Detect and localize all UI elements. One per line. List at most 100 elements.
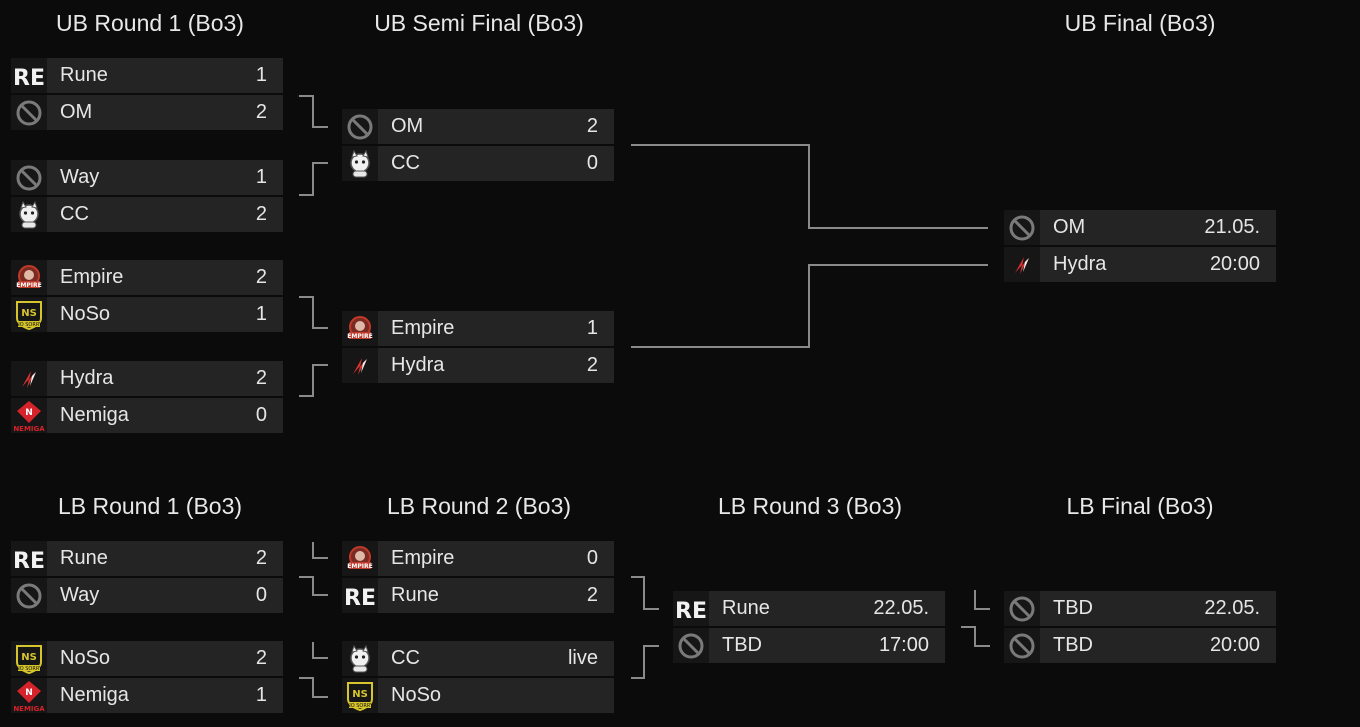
team-score: 2 <box>255 101 267 123</box>
svg-text:NO SORRY: NO SORRY <box>16 666 43 672</box>
team-score: 2 <box>255 367 267 389</box>
team-score: 1 <box>255 166 267 188</box>
svg-text:NS: NS <box>352 689 368 700</box>
team-name: Hydra <box>391 354 445 376</box>
svg-text:NEMIGA: NEMIGA <box>13 705 45 713</box>
noso-logo-icon: NS NO SORRY <box>11 641 47 676</box>
team-row[interactable]: TBD 17:00 <box>673 628 945 663</box>
team-name: Way <box>60 584 100 606</box>
svg-text:NO SORRY: NO SORRY <box>347 703 374 709</box>
team-score: 2 <box>586 354 598 376</box>
no-logo-icon <box>1004 628 1040 663</box>
round-title-lb-r3: LB Round 3 (Bo3) <box>717 493 903 519</box>
svg-text:NO SORRY: NO SORRY <box>16 322 43 328</box>
team-name: Empire <box>391 547 455 569</box>
team-row[interactable]: NS NO SORRY NoSo 2 <box>11 641 283 676</box>
team-name: Empire <box>60 266 124 288</box>
team-score: 22.05. <box>1204 597 1260 619</box>
team-name: Hydra <box>60 367 114 389</box>
team-name: Way <box>60 166 100 188</box>
team-score: 2 <box>255 647 267 669</box>
round-title-lb-final: LB Final (Bo3) <box>1066 493 1214 519</box>
team-row[interactable]: OM 2 <box>342 109 614 144</box>
no-logo-icon <box>11 578 47 613</box>
round-title-lb-r2: LB Round 2 (Bo3) <box>386 493 572 519</box>
team-name: NoSo <box>60 647 111 669</box>
rune-logo-icon: RE <box>11 541 47 576</box>
team-score: 20:00 <box>1209 634 1260 656</box>
team-name: OM <box>1053 216 1086 238</box>
team-score: 0 <box>255 584 267 606</box>
round-title-ub-final: UB Final (Bo3) <box>1064 10 1216 36</box>
team-name: CC <box>391 647 420 669</box>
team-score: 21.05. <box>1204 216 1260 238</box>
team-score: 0 <box>586 547 598 569</box>
hydra-logo-icon <box>342 348 378 383</box>
team-name: TBD <box>1053 597 1093 619</box>
team-row[interactable]: OM 21.05. <box>1004 210 1276 245</box>
team-score: 1 <box>586 317 598 339</box>
team-score: 20:00 <box>1209 253 1260 275</box>
team-row[interactable]: TBD 22.05. <box>1004 591 1276 626</box>
team-score: 17:00 <box>878 634 929 656</box>
team-name: Rune <box>391 584 439 606</box>
no-logo-icon <box>11 95 47 130</box>
svg-text:EMPIRE: EMPIRE <box>16 282 41 289</box>
no-logo-icon <box>1004 591 1040 626</box>
team-name: TBD <box>722 634 762 656</box>
svg-text:NEMIGA: NEMIGA <box>13 425 45 433</box>
team-name: Rune <box>722 597 770 619</box>
team-score: 2 <box>586 115 598 137</box>
svg-text:NS: NS <box>21 652 37 663</box>
team-row[interactable]: Way 1 <box>11 160 283 195</box>
team-row[interactable]: Hydra 2 <box>11 361 283 396</box>
empire-logo-icon: EMPIRE <box>11 260 47 295</box>
round-title-ub-semi: UB Semi Final (Bo3) <box>374 10 584 36</box>
team-name: CC <box>60 203 89 225</box>
svg-text:RE: RE <box>345 586 375 611</box>
team-score: 2 <box>586 584 598 606</box>
hydra-logo-icon <box>11 361 47 396</box>
rune-logo-icon: RE <box>342 578 378 613</box>
team-row[interactable]: Hydra 2 <box>342 348 614 383</box>
cc-logo-icon <box>11 197 47 232</box>
team-name: NoSo <box>60 303 111 325</box>
team-row[interactable]: Way 0 <box>11 578 283 613</box>
team-row[interactable]: RE Rune 2 <box>342 578 614 613</box>
team-name: OM <box>391 115 424 137</box>
svg-text:RE: RE <box>14 549 44 574</box>
team-score: 0 <box>255 404 267 426</box>
no-logo-icon <box>1004 210 1040 245</box>
team-name: Rune <box>60 64 108 86</box>
team-name: Nemiga <box>60 684 129 706</box>
